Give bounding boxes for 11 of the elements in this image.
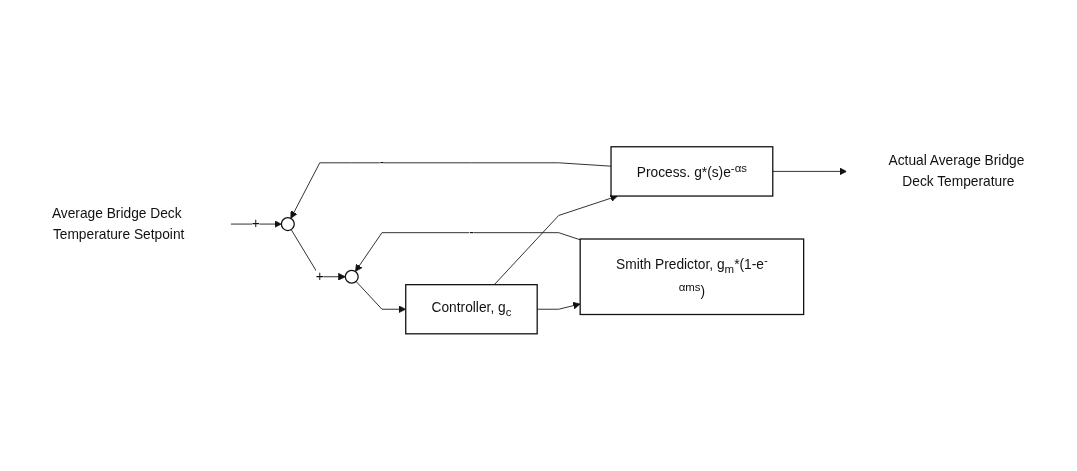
node-box: Process. g*(s)e$^{-αs}$ (610, 145, 774, 197)
node-text: Actual Average Bridge Deck Temperature (888, 153, 1025, 189)
edge-label: - (469, 224, 474, 240)
node-circle (344, 269, 359, 284)
node-box: Smith Predictor, g$_{m}$*(1-e$^{-}$$^{αms}$) (579, 238, 805, 315)
node-circle (280, 216, 295, 231)
edge-label: + (315, 268, 324, 284)
node-text: Average Bridge Deck Temperature Setpoint (51, 205, 185, 241)
edge-label: - (379, 154, 385, 170)
edge-label: + (251, 216, 260, 231)
node-box: Controller, g$_{c}$ (405, 283, 538, 335)
